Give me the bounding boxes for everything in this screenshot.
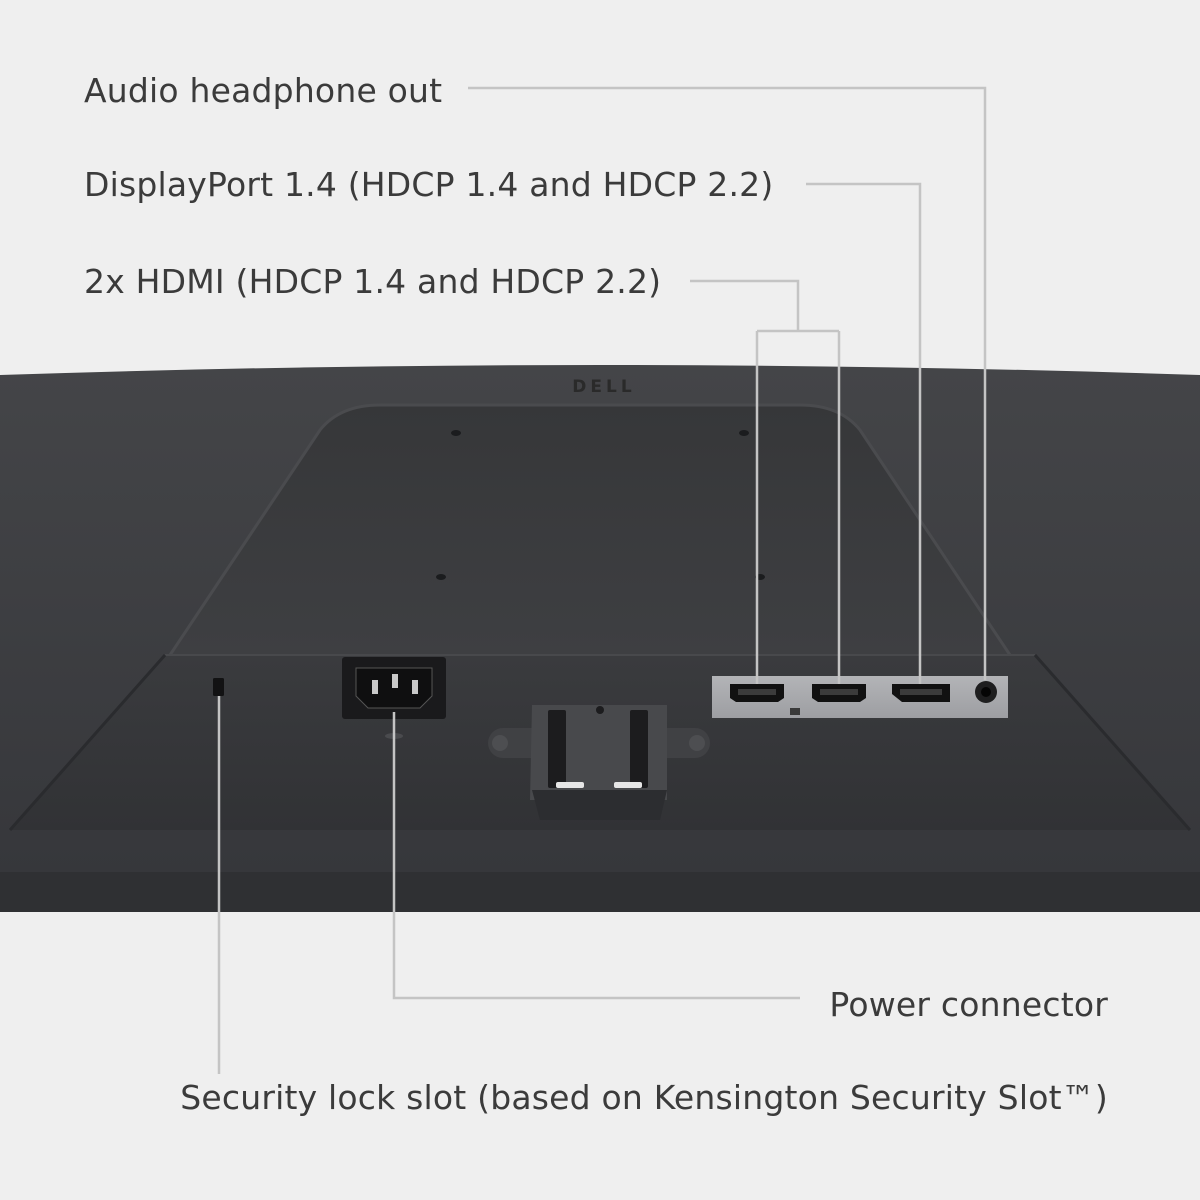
leader-hdmi [690, 279, 841, 684]
port-panel [712, 676, 1008, 718]
audio-jack [975, 681, 997, 703]
hdmi-port-2 [812, 684, 866, 702]
hdmi-label: 2x HDMI (HDCP 1.4 and HDCP 2.2) [84, 262, 662, 301]
audio-out-label: Audio headphone out [84, 71, 443, 110]
displayport-label: DisplayPort 1.4 (HDCP 1.4 and HDCP 2.2) [84, 165, 774, 204]
leader-lines [217, 86, 987, 1074]
brand-logo: DELL [572, 377, 635, 397]
displayport-port [892, 684, 950, 702]
stand-bracket [488, 705, 710, 820]
security-lock-slot [213, 678, 224, 696]
power-connector-label: Power connector [829, 985, 1108, 1024]
hdmi-port-1 [730, 684, 784, 702]
leader-power [392, 712, 800, 1000]
security-lock-label: Security lock slot (based on Kensington … [180, 1078, 1108, 1117]
leader-displayport [806, 182, 922, 684]
power-connector [342, 657, 446, 739]
monitor-bottom-edge [0, 872, 1200, 912]
vesa-mount-area [170, 405, 1010, 655]
leader-audio [468, 86, 987, 680]
